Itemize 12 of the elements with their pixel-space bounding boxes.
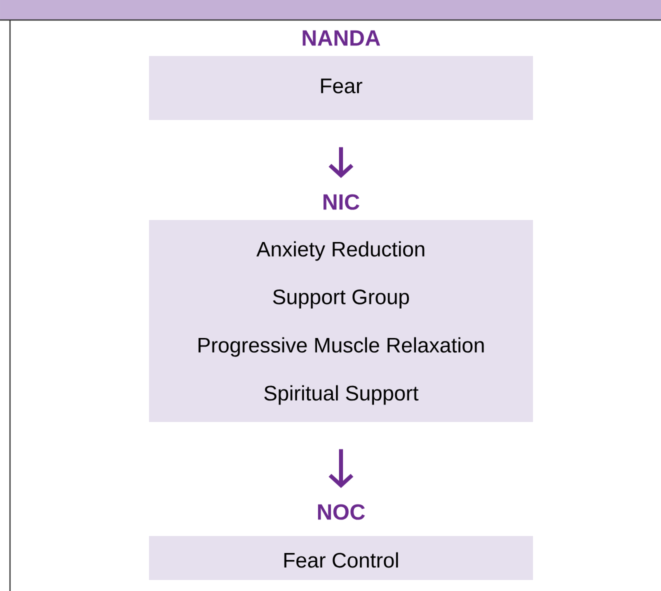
box-heading: NOC — [318, 504, 365, 520]
box-heading: NANDA — [302, 30, 380, 46]
process-box: Anxiety Reduction Support Group Progressive Muscle Relaxation Spiritual Support — [149, 220, 533, 422]
process-box: Fear Control — [149, 536, 533, 580]
node-label: Progressive Muscle Relaxation — [198, 337, 484, 357]
arrow — [328, 147, 354, 178]
node-label: Support Group — [273, 289, 409, 309]
process-box: Fear — [149, 56, 533, 120]
node-label: Spiritual Support — [264, 385, 418, 405]
box-heading: NIC — [324, 194, 360, 210]
node-label: Anxiety Reduction — [256, 241, 424, 261]
arrow — [328, 449, 354, 488]
